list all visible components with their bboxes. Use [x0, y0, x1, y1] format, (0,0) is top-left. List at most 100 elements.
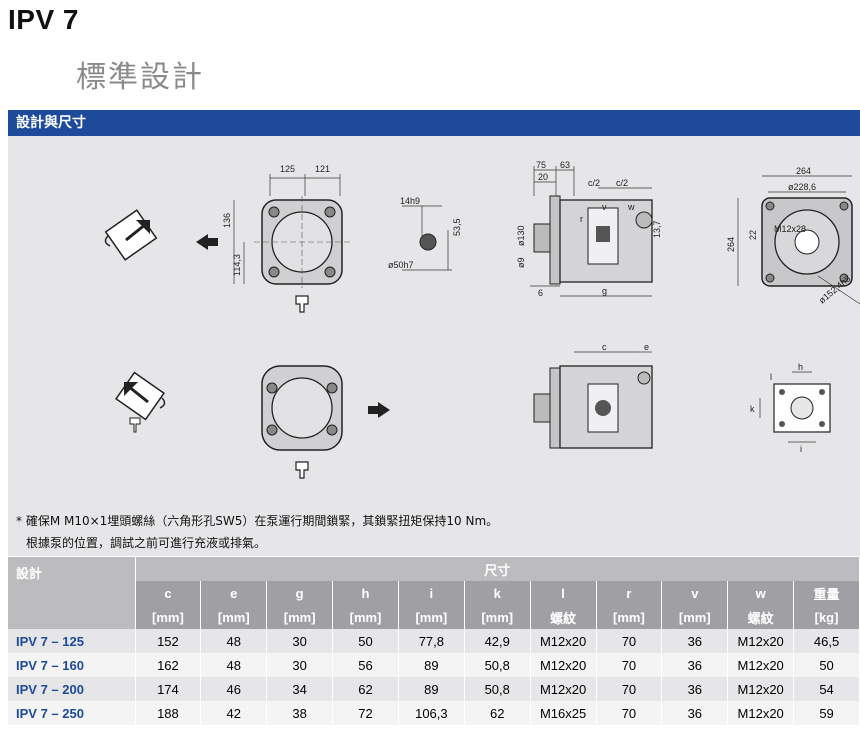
table-cell: 36: [661, 701, 729, 725]
table-cell: M12x20: [727, 701, 795, 725]
dim-53-5: 53,5: [452, 218, 462, 236]
unit-header: [mm]: [661, 605, 729, 629]
column-header: r: [596, 581, 663, 605]
dim-g: g: [602, 286, 607, 296]
table-cell: 54: [793, 677, 860, 701]
table-cell: 188: [135, 701, 202, 725]
section-header: 設計與尺寸: [8, 110, 860, 136]
table-cell: M12x20: [530, 677, 597, 701]
dim-c2-left: c/2: [588, 178, 600, 188]
header-design: 設計: [8, 557, 136, 629]
unit-header: [mm]: [135, 605, 202, 629]
table-cell: M16x25: [530, 701, 597, 725]
model-name: IPV 7 – 125: [8, 629, 136, 653]
dim-9: ø9: [516, 257, 526, 268]
front-view-1: [233, 174, 350, 313]
table-cell: 30: [266, 629, 334, 653]
dim-c: c: [602, 342, 607, 352]
dim-14h9: 14h9: [400, 196, 420, 206]
table-cell: 89: [398, 677, 465, 701]
table-cell: 36: [661, 653, 729, 677]
table-cell: 89: [398, 653, 465, 677]
table-cell: 62: [332, 677, 399, 701]
column-header: h: [332, 581, 399, 605]
unit-header: [mm]: [398, 605, 465, 629]
model-name: IPV 7 – 200: [8, 677, 136, 701]
dim-6: 6: [538, 288, 543, 298]
port-flange-detail: [759, 371, 831, 443]
flange-view: [737, 175, 860, 305]
dim-264-side: 264: [726, 237, 736, 252]
footnote-torque: * 確保M M10×1埋頭螺絲（六角形孔SW5）在泵運行期間鎖緊，其鎖緊扭矩保持…: [16, 514, 499, 528]
table-cell: 77,8: [398, 629, 465, 653]
table-cell: M12x20: [727, 629, 795, 653]
table-cell: 48: [200, 653, 268, 677]
model-name: IPV 7 – 160: [8, 653, 136, 677]
column-header: c: [135, 581, 202, 605]
footnote-priming: 根據泵的位置，調試之前可進行充液或排氣。: [26, 536, 267, 550]
dim-50h7: ø50h7: [388, 260, 414, 270]
column-header: v: [661, 581, 729, 605]
technical-drawing: 125 121 136 114,3 14h9 53,5 ø50h7: [104, 160, 860, 479]
dim-114-3: 114,3: [232, 254, 242, 276]
table-cell: 50: [793, 653, 860, 677]
unit-header: [mm]: [200, 605, 268, 629]
dim-r: r: [580, 214, 583, 224]
header-dimensions: 尺寸: [135, 557, 860, 581]
side-view-2: [533, 351, 653, 449]
side-view-1: [530, 166, 653, 297]
unit-header: [kg]: [793, 605, 860, 629]
shaft-keyway-detail: [402, 205, 452, 271]
column-header: i: [398, 581, 465, 605]
dim-h: h: [798, 362, 803, 372]
table-cell: 48: [200, 629, 268, 653]
dim-w: w: [627, 202, 635, 212]
dim-e: e: [644, 342, 649, 352]
table-cell: 34: [266, 677, 334, 701]
table-cell: 59: [793, 701, 860, 725]
mount-orientation-icon-2: [115, 371, 166, 433]
column-header: w: [727, 581, 795, 605]
table-cell: 36: [661, 677, 729, 701]
technical-drawing-panel: 125 121 136 114,3 14h9 53,5 ø50h7: [8, 136, 860, 556]
table-cell: 70: [596, 629, 663, 653]
dim-130: ø130: [516, 225, 526, 246]
table-cell: 72: [332, 701, 399, 725]
flow-arrow-left-icon: [196, 234, 218, 250]
dim-264-top: 264: [796, 166, 811, 176]
unit-header: [mm]: [596, 605, 663, 629]
table-cell: 30: [266, 653, 334, 677]
table-cell: 152: [135, 629, 202, 653]
dim-125: 125: [280, 164, 295, 174]
table-cell: 162: [135, 653, 202, 677]
dim-l: l: [770, 372, 772, 382]
table-cell: 106,3: [398, 701, 465, 725]
dim-63: 63: [560, 160, 570, 170]
dim-75: 75: [536, 160, 546, 170]
column-header: l: [530, 581, 597, 605]
table-cell: 50,8: [464, 653, 531, 677]
table-cell: M12x20: [530, 629, 597, 653]
dim-136: 136: [222, 213, 232, 228]
page-title: IPV 7: [8, 4, 79, 35]
model-name: IPV 7 – 250: [8, 701, 136, 725]
dim-v: v: [602, 202, 607, 212]
table-cell: M12x20: [530, 653, 597, 677]
table-cell: 46: [200, 677, 268, 701]
dim-c2-right: c/2: [616, 178, 628, 188]
unit-header: [mm]: [332, 605, 399, 629]
table-cell: 174: [135, 677, 202, 701]
table-cell: 46,5: [793, 629, 860, 653]
table-cell: 50: [332, 629, 399, 653]
dim-121: 121: [315, 164, 330, 174]
column-header: 重量: [793, 581, 860, 605]
table-cell: 70: [596, 677, 663, 701]
mount-orientation-icon-1: [104, 209, 158, 261]
dim-k: k: [750, 404, 755, 414]
unit-header: [mm]: [464, 605, 531, 629]
